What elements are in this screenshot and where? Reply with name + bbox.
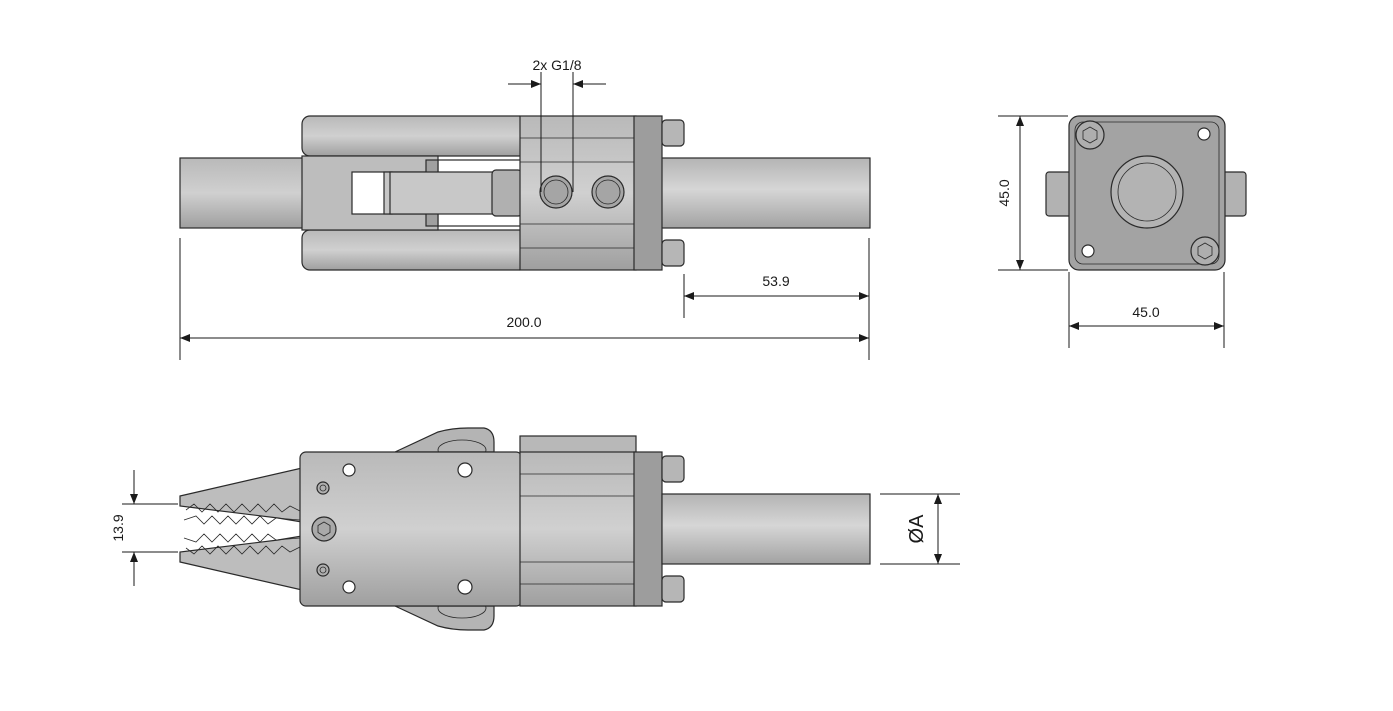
jaw-opening-label: 13.9: [110, 514, 126, 541]
rod-diameter-label: ØA: [906, 514, 928, 544]
end-view-height-label: 45.0: [996, 179, 1012, 206]
end-view-width-label: 45.0: [1132, 304, 1159, 320]
stroke-length-dimension: 53.9: [683, 273, 869, 318]
thread-note-label: 2x G1/8: [532, 57, 581, 73]
end-view: [1045, 115, 1247, 271]
end-view-height-dimension: 45.0: [996, 115, 1068, 271]
overall-length-dimension: 200.0: [179, 238, 870, 360]
overall-length-label: 200.0: [506, 314, 541, 330]
end-view-width-dimension: 45.0: [1068, 272, 1225, 348]
jaw-opening-dimension: 13.9: [110, 470, 178, 586]
thread-note-dimension: 2x G1/8: [508, 57, 606, 192]
side-view: [179, 427, 871, 631]
stroke-length-label: 53.9: [762, 273, 789, 289]
rod-diameter-dimension: ØA: [880, 493, 960, 565]
top-view: [179, 115, 871, 271]
